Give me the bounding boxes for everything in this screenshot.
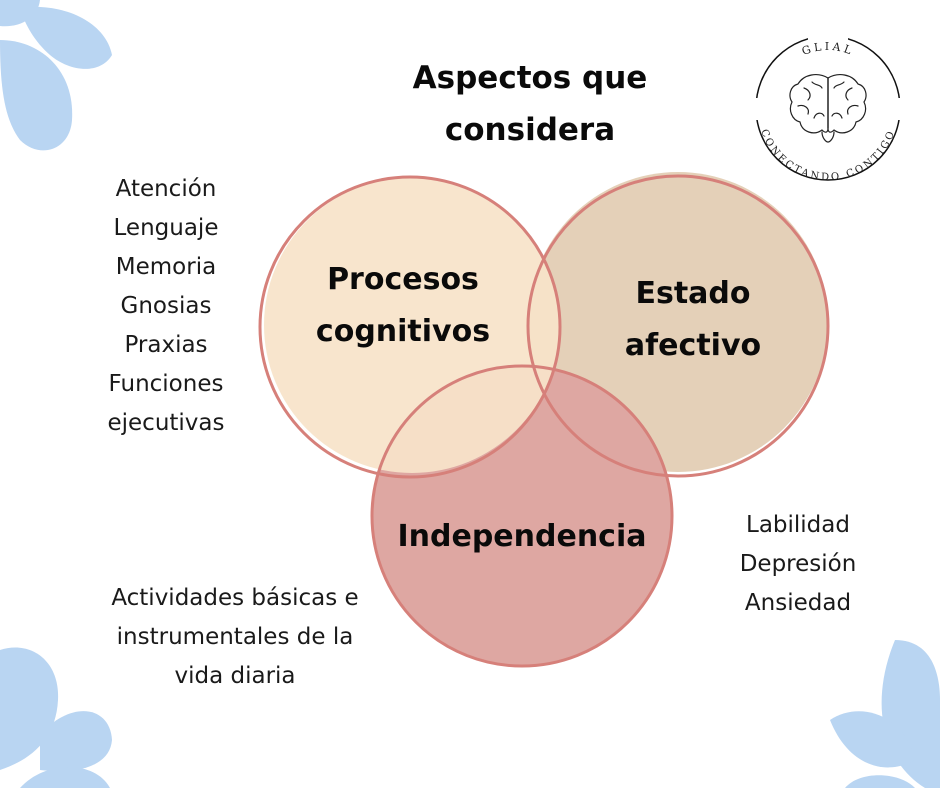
droplet-bottom-right-2: [830, 711, 915, 768]
estado-label-line-2: afectivo: [624, 328, 762, 363]
droplet-bottom-left-2: [40, 711, 112, 772]
diagram-title: Aspectos que considera: [360, 52, 700, 156]
list-item: Memoria: [115, 254, 217, 280]
brain-icon: [789, 74, 867, 143]
estado-afectivo-label: Estado afectivo: [598, 268, 788, 372]
list-item: Funciones: [108, 371, 224, 397]
independencia-ring: [370, 364, 674, 668]
list-item: ejecutivas: [107, 410, 225, 436]
list-item: Praxias: [124, 332, 208, 358]
procesos-label-line-1: Procesos: [327, 262, 479, 297]
affective-state-list: Labilidad Depresión Ansiedad: [720, 506, 876, 623]
independencia-label: Independencia: [384, 511, 660, 563]
independencia-label-line-1: Independencia: [397, 519, 647, 554]
estado-afectivo-ring: [526, 174, 830, 478]
procesos-label-line-2: cognitivos: [315, 314, 491, 349]
procesos-cognitivos-ring: [258, 175, 562, 479]
procesos-cognitivos-disc: [264, 177, 560, 473]
list-item: Depresión: [739, 551, 857, 577]
independence-list: Actividades básicas e instrumentales de …: [94, 579, 376, 696]
list-item: Labilidad: [746, 512, 850, 538]
droplet-bottom-left-3: [20, 767, 110, 788]
cognitive-process-list: Atención Lenguaje Memoria Gnosias Praxia…: [86, 170, 246, 443]
list-item: Gnosias: [120, 293, 212, 319]
list-item: instrumentales de la: [116, 624, 354, 650]
droplet-top-left-1: [0, 40, 73, 151]
droplet-top-left-2: [20, 6, 112, 69]
procesos-cognitivos-label: Procesos cognitivos: [300, 254, 506, 358]
droplet-top-left-3: [0, 0, 40, 27]
list-item: Lenguaje: [113, 215, 219, 241]
glial-logo: GLIAL CONECTANDO CONTIGO: [748, 28, 908, 183]
list-item: Atención: [115, 176, 217, 202]
list-item: vida diaria: [174, 663, 296, 689]
list-item: Ansiedad: [744, 590, 852, 616]
droplet-bottom-right-3: [845, 775, 915, 788]
estado-label-line-1: Estado: [635, 276, 751, 311]
list-item: Actividades básicas e: [111, 585, 359, 611]
title-line-1: Aspectos que: [412, 60, 648, 96]
title-line-2: considera: [444, 112, 616, 148]
